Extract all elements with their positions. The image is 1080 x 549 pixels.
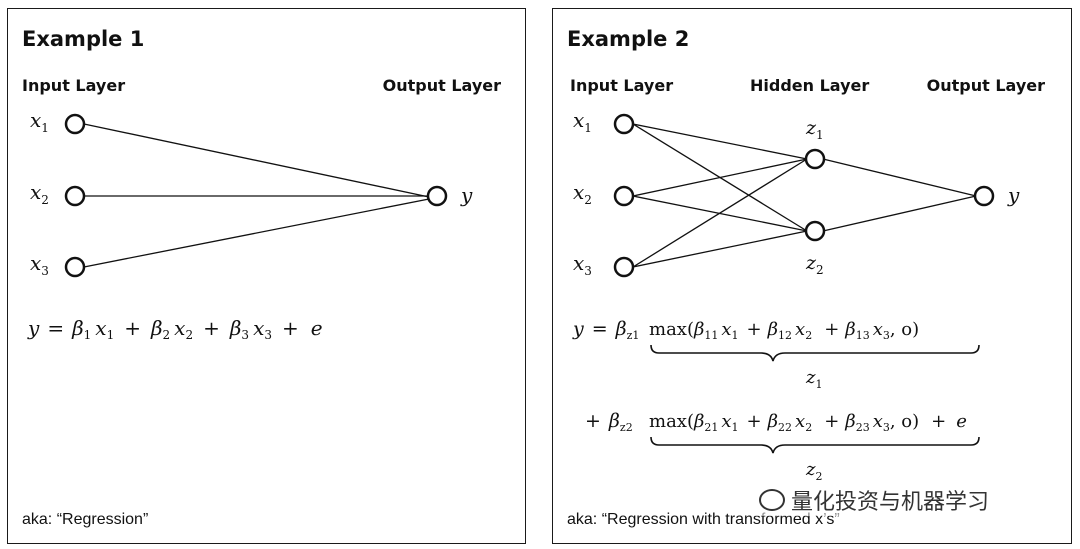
label-x1: x1 <box>30 108 49 135</box>
equation-2-line-1: y=βz1 <box>572 318 639 342</box>
node-y <box>426 185 448 207</box>
node-x3 <box>613 256 635 278</box>
edge-x3-z1 <box>632 158 808 268</box>
label-x2: x2 <box>573 180 592 207</box>
node-z2 <box>804 220 826 242</box>
input-layer-label: Input Layer <box>570 76 674 95</box>
underbrace-z1 <box>650 344 980 362</box>
label-z1: z1 <box>805 117 824 142</box>
label-y: y <box>460 183 473 207</box>
watermark: 量化投资与机器学习 <box>755 484 994 516</box>
equation-2-line-2: +βz2 <box>585 410 633 434</box>
edge-x3-y <box>83 198 430 268</box>
label-x1: x1 <box>573 108 592 135</box>
label-x2: x2 <box>30 180 49 207</box>
label-x3: x3 <box>30 251 49 278</box>
output-layer-label: Output Layer <box>926 76 1045 95</box>
watermark-text: 量化投资与机器学习 <box>791 490 990 515</box>
node-z1 <box>804 148 826 170</box>
node-x2 <box>613 185 635 207</box>
hidden-layer-label: Hidden Layer <box>750 76 870 95</box>
edge-z2-y <box>822 195 977 232</box>
example-1-title: Example 1 <box>22 27 145 51</box>
example-2-title: Example 2 <box>567 27 690 51</box>
aka-label-1: aka: “Regression” <box>22 511 149 528</box>
label-x3: x3 <box>573 251 592 278</box>
underbrace-label-z1: z1 <box>805 367 822 391</box>
edge-x1-y <box>83 123 430 198</box>
node-y <box>973 185 995 207</box>
edge-x1-z1 <box>632 123 808 160</box>
node-x1 <box>64 113 86 135</box>
node-x3 <box>64 256 86 278</box>
node-x1 <box>613 113 635 135</box>
underbrace-label-z2: z2 <box>805 459 822 483</box>
edge-x2-z1 <box>632 158 808 197</box>
edge-x3-z2 <box>632 230 808 268</box>
label-y: y <box>1007 183 1020 207</box>
example-1-panel: Example 1 Input Layer Output Layer x1 x2… <box>7 8 526 544</box>
node-x2 <box>64 185 86 207</box>
edge-z1-y <box>822 158 977 197</box>
input-layer-label: Input Layer <box>22 76 126 95</box>
output-layer-label: Output Layer <box>382 76 501 95</box>
label-z2: z2 <box>805 252 824 277</box>
wechat-icon <box>759 489 785 511</box>
underbrace-z2 <box>650 436 980 454</box>
example-2-panel: Example 2 Input Layer Hidden Layer Outpu… <box>552 8 1072 544</box>
